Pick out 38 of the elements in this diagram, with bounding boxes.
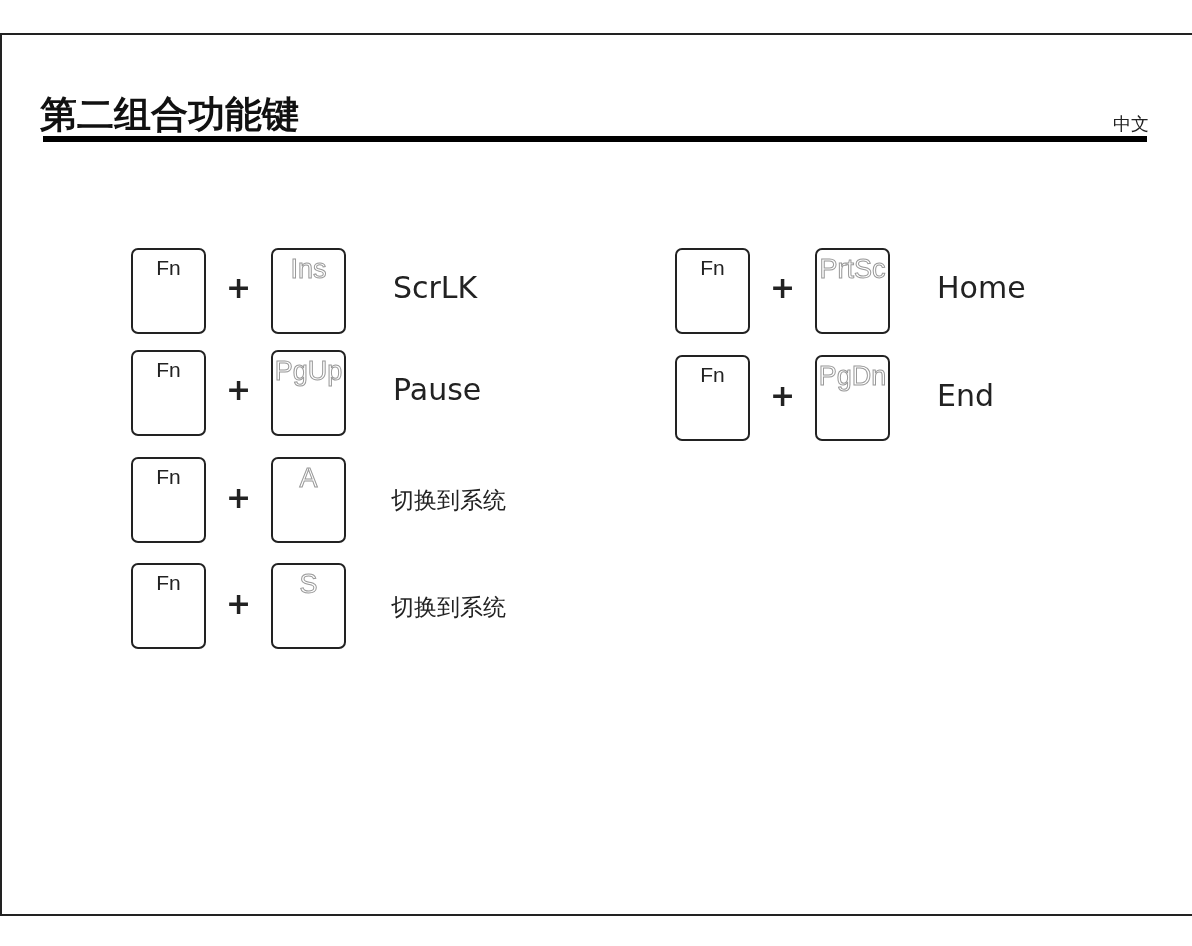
key-legend: Fn <box>700 256 725 280</box>
key-legend: Ins <box>290 254 327 285</box>
keycap <box>131 248 206 334</box>
key-legend: Fn <box>700 363 725 387</box>
key-function-label: Pause <box>393 372 482 407</box>
keycap <box>815 355 890 441</box>
plus-sign: + <box>226 586 252 621</box>
key-legend: Fn <box>156 256 181 280</box>
plus-sign: + <box>226 372 252 407</box>
key-function-label: 切换到系统 <box>391 593 506 622</box>
keycap <box>675 248 750 334</box>
key-legend: Fn <box>156 358 181 382</box>
key-function-label: 切换到系统 <box>391 486 506 515</box>
plus-sign: + <box>226 480 252 515</box>
keycap <box>815 248 890 334</box>
keycap <box>131 457 206 543</box>
key-legend: PrtSc <box>819 254 886 285</box>
key-legend: Fn <box>156 571 181 595</box>
language-label: 中文 <box>1113 112 1149 136</box>
keycap <box>271 457 346 543</box>
key-function-label: End <box>937 378 994 413</box>
plus-sign: + <box>770 270 796 305</box>
key-legend: PgDn <box>818 361 887 392</box>
page-title: 第二组合功能键 <box>40 92 299 138</box>
keycap <box>271 563 346 649</box>
keycap <box>131 350 206 436</box>
keycap <box>675 355 750 441</box>
keycap <box>131 563 206 649</box>
keycap <box>271 248 346 334</box>
plus-sign: + <box>226 270 252 305</box>
key-legend: S <box>299 569 318 600</box>
key-legend: Fn <box>156 465 181 489</box>
keycap <box>271 350 346 436</box>
key-legend: PgUp <box>274 356 343 387</box>
key-legend: A <box>299 463 318 494</box>
key-function-label: Home <box>937 270 1026 305</box>
plus-sign: + <box>770 378 796 413</box>
key-function-label: ScrLK <box>393 270 478 305</box>
